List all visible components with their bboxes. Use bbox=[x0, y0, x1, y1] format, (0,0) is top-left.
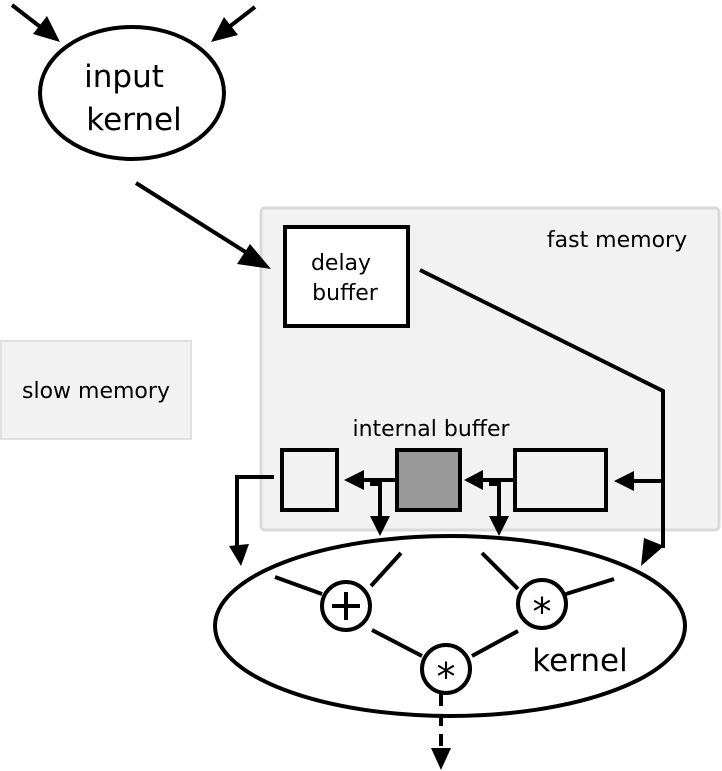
incoming-arrow-right-head bbox=[211, 17, 238, 42]
internal-buffer-label: internal buffer bbox=[352, 417, 510, 442]
internal-buffer-slot-left bbox=[280, 448, 339, 512]
kernel-wire-plus-to-bottom bbox=[371, 628, 423, 658]
delay-buffer-label-line1: delay bbox=[311, 251, 371, 276]
mult-glyph-right: * bbox=[533, 590, 552, 634]
kernel-node bbox=[213, 534, 687, 718]
mult-operator-bottom-node: * bbox=[420, 643, 472, 699]
incoming-arrow-left-head bbox=[33, 16, 60, 42]
fast-memory-label: fast memory bbox=[547, 228, 687, 253]
kernel-wire-mult-to-bottom bbox=[471, 629, 519, 658]
plus-glyph bbox=[332, 592, 360, 620]
input-kernel-node bbox=[38, 25, 226, 161]
kernel-wire-left bbox=[274, 575, 323, 596]
input-kernel-label-line1: input bbox=[84, 59, 164, 95]
delay-to-kernel-arrow-head bbox=[641, 538, 664, 566]
shift-arrow-right-to-middle-head bbox=[464, 470, 483, 490]
tap-middle-head bbox=[370, 516, 390, 536]
tap-right bbox=[489, 482, 501, 522]
shift-arrow-middle-to-left-head bbox=[344, 470, 364, 490]
kernel-wire-mid-to-plus bbox=[369, 551, 403, 588]
input-to-delay-arrow-head bbox=[237, 244, 271, 269]
slow-memory-region bbox=[0, 340, 192, 440]
tap-middle bbox=[370, 482, 382, 522]
tap-left bbox=[235, 475, 274, 550]
mult-glyph-bottom: * bbox=[437, 655, 456, 699]
kernel-label: kernel bbox=[532, 643, 627, 679]
delay-buffer-label-line2: buffer bbox=[312, 281, 379, 306]
delay-buffer bbox=[283, 225, 410, 328]
plus-operator-node bbox=[320, 580, 372, 632]
delay-to-buffer-arrow-head bbox=[614, 471, 634, 491]
input-kernel-label-line2: kernel bbox=[86, 102, 181, 138]
kernel-wire-right bbox=[565, 577, 615, 596]
kernel-wire-mid-to-mult bbox=[480, 551, 520, 591]
mult-operator-right-node: * bbox=[516, 578, 568, 634]
internal-buffer-slot-middle bbox=[395, 448, 462, 512]
output-arrow-head bbox=[431, 748, 451, 770]
tap-right-head bbox=[489, 516, 509, 536]
internal-buffer-slot-right bbox=[513, 448, 608, 512]
delay-to-kernel-line bbox=[419, 268, 665, 548]
tap-left-head bbox=[229, 544, 249, 566]
slow-memory-label: slow memory bbox=[22, 379, 170, 404]
input-to-delay-arrow bbox=[134, 181, 257, 260]
